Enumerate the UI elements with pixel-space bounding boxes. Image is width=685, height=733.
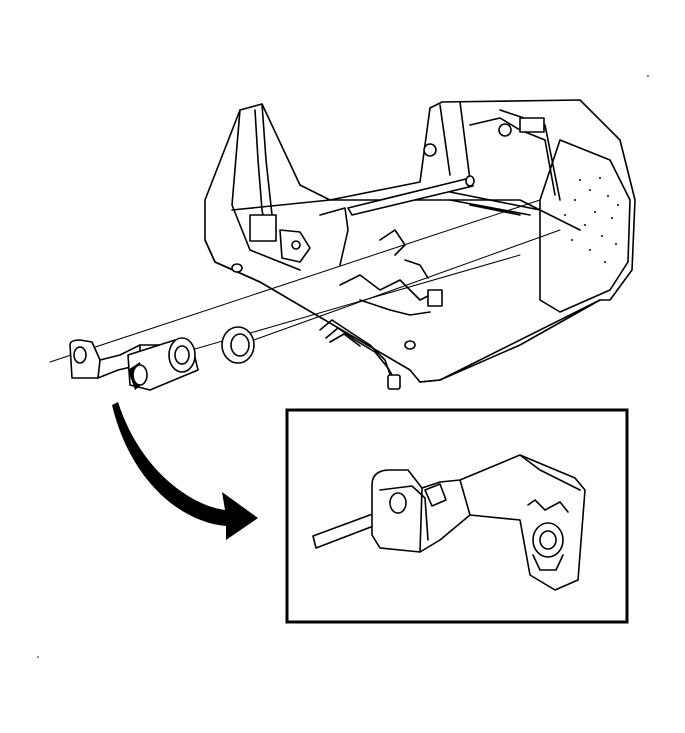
- detail-nut: [424, 483, 447, 507]
- rear-pivot: [498, 123, 512, 137]
- detail-bracket-hole: [389, 492, 407, 514]
- registration-dot: [647, 75, 649, 77]
- spring-clip-2: [404, 259, 429, 279]
- harness-line-1: [319, 319, 393, 381]
- callout-arrow: [112, 402, 258, 540]
- bracket-hole: [73, 346, 87, 364]
- harness-pipe: [319, 319, 401, 390]
- console-bottom-edge: [419, 299, 601, 383]
- registration-dot: [37, 656, 39, 658]
- console-base: [204, 99, 636, 383]
- link-rod: [319, 207, 349, 266]
- rear-shaft: [347, 177, 474, 216]
- harness-line-2: [325, 327, 397, 383]
- mount-hole-right: [404, 340, 416, 350]
- washer: [221, 326, 255, 364]
- console-inner-rim: [231, 199, 581, 231]
- console-right-panel: [539, 139, 631, 313]
- alignment-lines: [49, 199, 561, 363]
- center-bracket: [427, 289, 443, 307]
- center-linkage: [339, 274, 441, 301]
- spring-clip: [379, 229, 406, 256]
- floor-edge-center: [359, 299, 431, 316]
- console-panel-texture: [564, 177, 619, 263]
- detail-bushing-base: [532, 554, 564, 571]
- washer-inner: [230, 333, 250, 357]
- detail-bushing-bore: [539, 530, 557, 550]
- harness-line-3: [329, 333, 361, 347]
- detail-inset: [285, 408, 629, 624]
- bushing-front: [132, 364, 148, 386]
- rear-latch-block: [519, 117, 545, 133]
- switch-block: [249, 214, 277, 242]
- alignment-line-1: [49, 199, 541, 363]
- floor-slots: [439, 189, 541, 216]
- detail-bracket-edges: [459, 454, 581, 516]
- lever-pivot: [291, 240, 301, 250]
- console-shell: [204, 99, 636, 383]
- alignment-line-3: [239, 229, 561, 346]
- detail-bracket-body: [371, 454, 586, 591]
- bushing-bore: [174, 345, 190, 365]
- console-lower-lip: [204, 239, 261, 283]
- detail-bracket-fold: [379, 485, 429, 553]
- rear-frame: [439, 101, 561, 201]
- detail-clip: [527, 499, 569, 513]
- cable-left-2: [261, 103, 273, 216]
- bushing: [127, 337, 199, 391]
- lever-mech: [279, 229, 311, 263]
- rear-nut: [423, 143, 437, 157]
- alignment-line-2: [149, 254, 521, 363]
- mount-hole-left: [231, 263, 243, 273]
- console-left-wall: [231, 109, 301, 271]
- harness-connector: [387, 374, 401, 390]
- rear-shaft-end: [465, 175, 475, 187]
